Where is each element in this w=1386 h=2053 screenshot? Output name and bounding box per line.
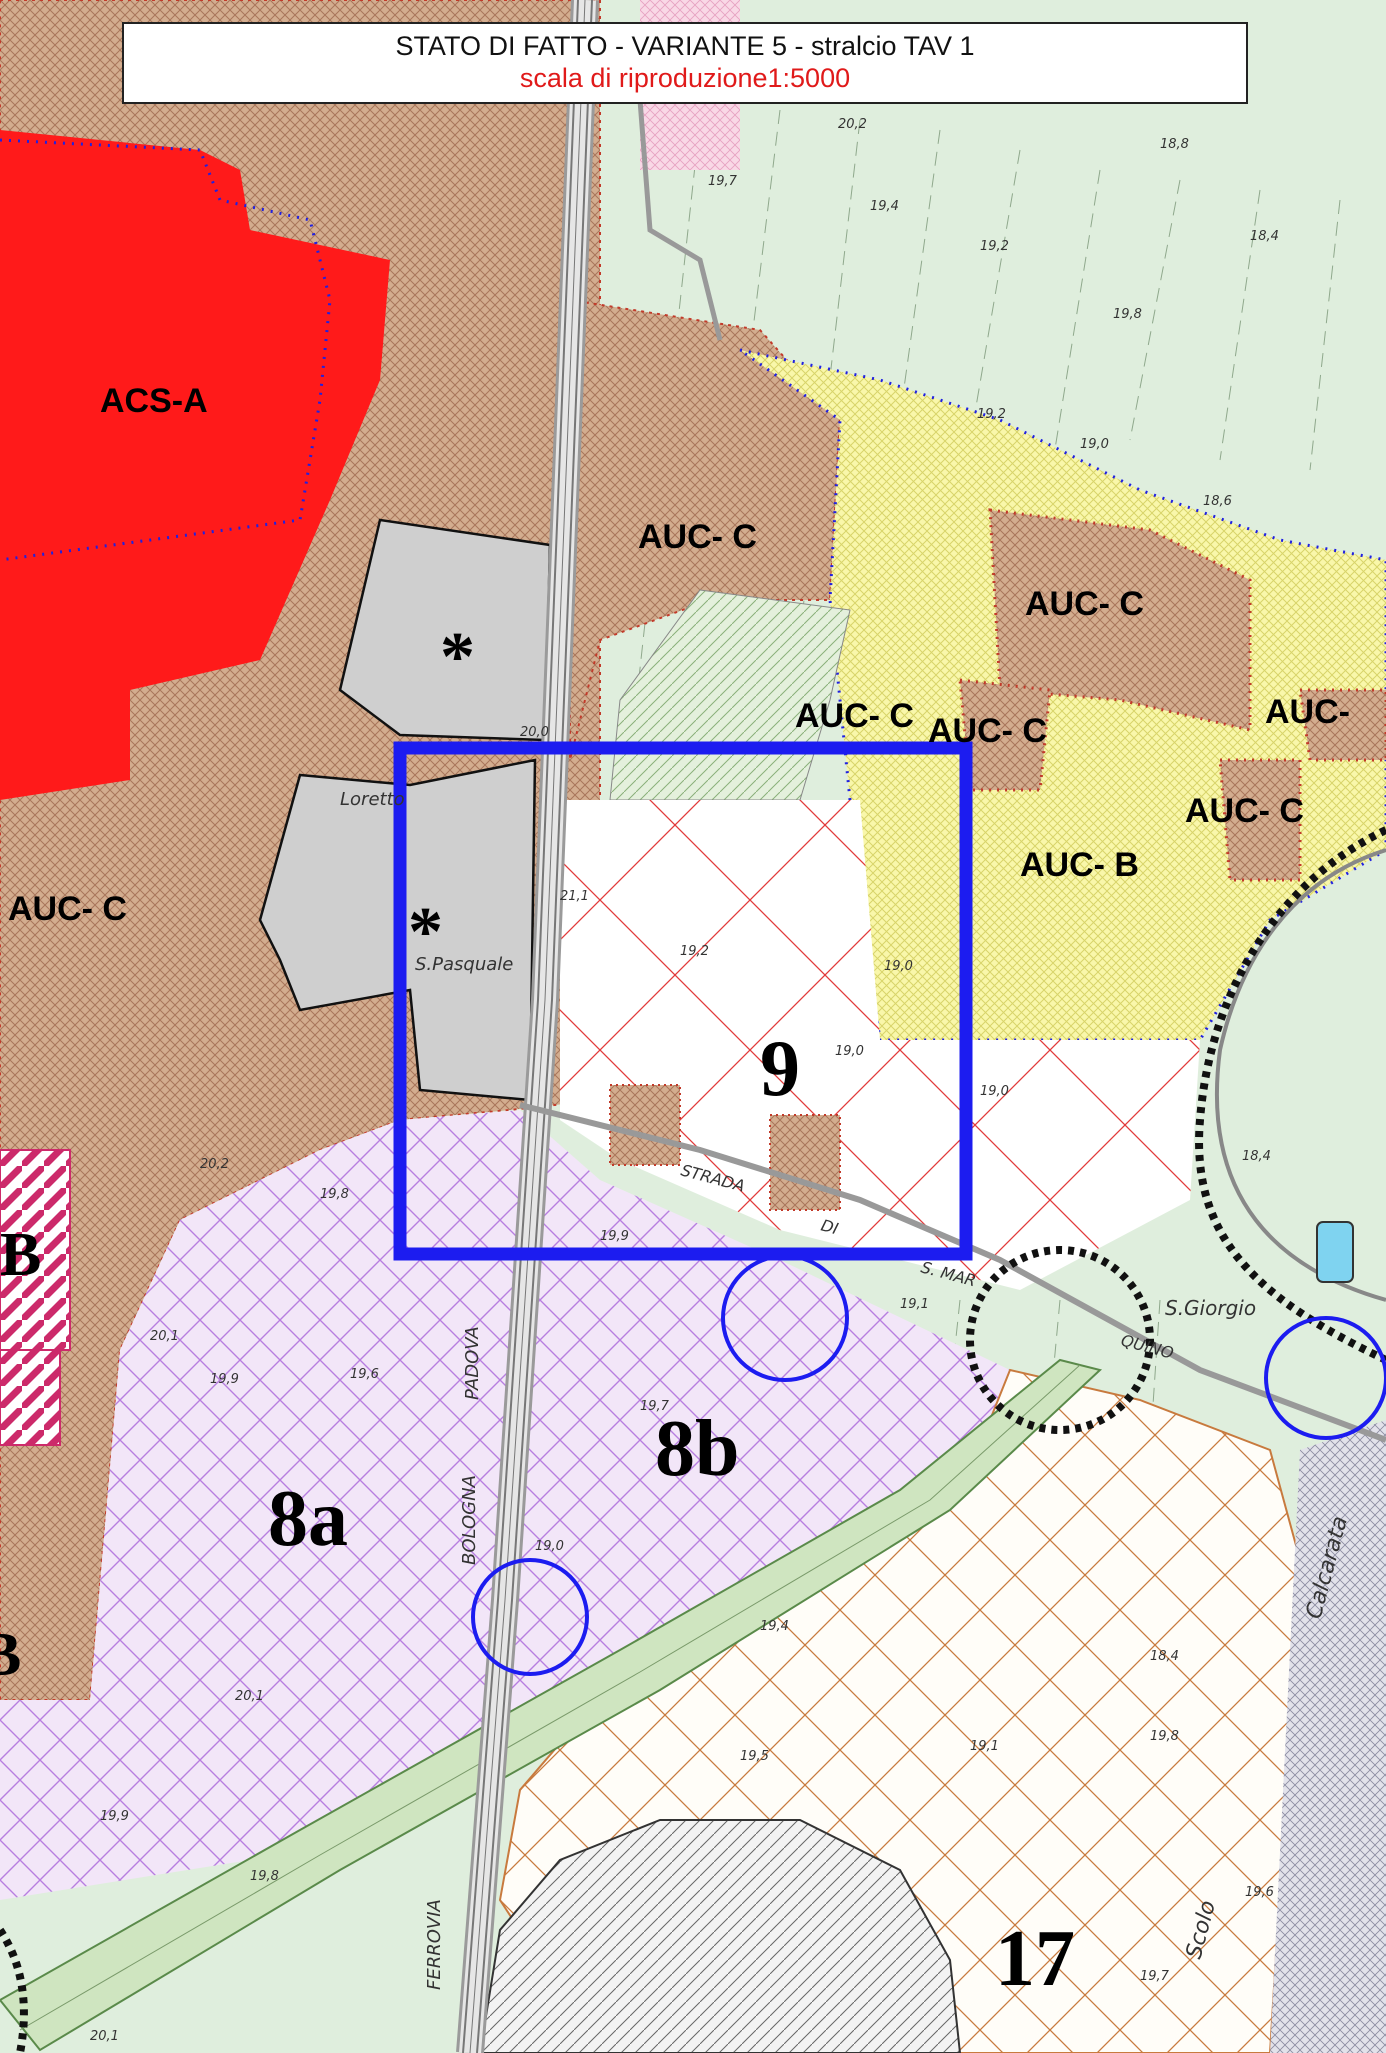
label-auc-c-3: AUC- C bbox=[795, 697, 914, 735]
svg-text:19,8: 19,8 bbox=[1113, 307, 1142, 322]
svg-text:19,1: 19,1 bbox=[900, 1297, 929, 1312]
svg-text:19,9: 19,9 bbox=[210, 1372, 239, 1387]
svg-text:19,8: 19,8 bbox=[320, 1187, 349, 1202]
place-bologna: BOLOGNA bbox=[459, 1475, 480, 1565]
svg-text:19,6: 19,6 bbox=[350, 1367, 379, 1382]
svg-text:19,0: 19,0 bbox=[884, 959, 913, 974]
svg-text:19,0: 19,0 bbox=[1080, 437, 1109, 452]
asterisk-marker-2: * bbox=[408, 894, 443, 971]
grey-crosshatch-strip bbox=[1270, 1420, 1386, 2053]
label-auc-c-6: AUC- bbox=[1265, 693, 1350, 731]
map-scale: scala di riproduzione1:5000 bbox=[519, 63, 851, 93]
svg-text:20,2: 20,2 bbox=[200, 1157, 229, 1172]
grey-hatched-area bbox=[478, 1819, 962, 2053]
place-loretto: Loretto bbox=[340, 789, 405, 810]
area-label-9: 9 bbox=[760, 1025, 800, 1113]
svg-text:20,1: 20,1 bbox=[90, 2029, 119, 2044]
label-auc-c-2: AUC- C bbox=[1025, 585, 1144, 623]
svg-text:19,7: 19,7 bbox=[1140, 1969, 1170, 1984]
svg-text:19,2: 19,2 bbox=[680, 944, 709, 959]
svg-text:19,7: 19,7 bbox=[708, 174, 738, 189]
pool-icon bbox=[1316, 1221, 1354, 1283]
svg-text:19,9: 19,9 bbox=[600, 1229, 629, 1244]
place-san-pasquale: S.Pasquale bbox=[415, 954, 513, 975]
railway-line bbox=[456, 0, 599, 2053]
label-b-left-2: B bbox=[0, 1621, 21, 1689]
place-ferrovia: FERROVIA bbox=[424, 1899, 445, 1990]
auc-c-plot-4 bbox=[1298, 688, 1386, 762]
svg-text:19,2: 19,2 bbox=[980, 239, 1009, 254]
label-auc-c-1: AUC- C bbox=[638, 518, 757, 556]
road-east bbox=[1214, 848, 1386, 1302]
place-di: DI bbox=[819, 1216, 841, 1239]
label-auc-c-left: AUC- C bbox=[8, 890, 127, 928]
bypass-road bbox=[0, 1358, 1103, 2052]
auc-c-plot-1 bbox=[988, 508, 1252, 732]
svg-text:19,4: 19,4 bbox=[870, 199, 899, 214]
place-san-giorgio: S.Giorgio bbox=[1165, 1296, 1256, 1320]
focus-frame bbox=[393, 741, 973, 1261]
plot-9a bbox=[609, 1084, 681, 1166]
svg-text:19,5: 19,5 bbox=[740, 1749, 769, 1764]
map-title: STATO DI FATTO - VARIANTE 5 - stralcio T… bbox=[395, 31, 975, 61]
svg-text:21,1: 21,1 bbox=[560, 889, 589, 904]
svg-text:20,2: 20,2 bbox=[838, 117, 867, 132]
svg-text:19,8: 19,8 bbox=[1150, 1729, 1179, 1744]
svg-text:19,6: 19,6 bbox=[1245, 1885, 1274, 1900]
asterisk-marker-1: * bbox=[440, 619, 475, 696]
svg-text:19,0: 19,0 bbox=[835, 1044, 864, 1059]
label-b-left: B bbox=[0, 1221, 41, 1289]
area-label-8a: 8a bbox=[268, 1475, 348, 1563]
label-auc-c-5: AUC- C bbox=[1185, 792, 1304, 830]
svg-text:19,1: 19,1 bbox=[970, 1739, 999, 1754]
buffer-boundary-southwest bbox=[0, 1927, 28, 2053]
svg-text:18,6: 18,6 bbox=[1203, 494, 1232, 509]
area-label-8b: 8b bbox=[655, 1405, 740, 1493]
map-title-box: STATO DI FATTO - VARIANTE 5 - stralcio T… bbox=[122, 22, 1248, 104]
zone-b-stripe-1 bbox=[0, 1149, 71, 1351]
elevation-points: 20,2 19,7 19,4 19,2 18,8 18,4 19,8 19,2 … bbox=[90, 117, 1279, 2044]
marker-circle-3 bbox=[1264, 1316, 1386, 1440]
area-label-17: 17 bbox=[995, 1915, 1075, 2003]
bypass-centerline bbox=[19, 1364, 1081, 2031]
label-auc-b: AUC- B bbox=[1020, 846, 1139, 884]
grey-block-north bbox=[338, 518, 552, 742]
label-auc-c-4: AUC- C bbox=[928, 712, 1047, 750]
label-acs-a: ACS-A bbox=[100, 382, 208, 420]
svg-text:19,0: 19,0 bbox=[535, 1539, 564, 1554]
auc-c-plot-3 bbox=[1218, 758, 1302, 882]
plot-9b bbox=[769, 1114, 841, 1211]
road-strada bbox=[519, 1102, 1386, 1443]
svg-text:19,0: 19,0 bbox=[980, 1084, 1009, 1099]
svg-text:18,4: 18,4 bbox=[1250, 229, 1279, 244]
svg-text:18,4: 18,4 bbox=[1242, 1149, 1271, 1164]
acs-a-boundary bbox=[0, 138, 332, 562]
marker-circle-2 bbox=[471, 1558, 589, 1676]
buffer-boundary-east bbox=[1195, 826, 1386, 1364]
road-north-curve bbox=[637, 99, 723, 341]
area-9 bbox=[560, 800, 1200, 1290]
svg-text:20,0: 20,0 bbox=[520, 725, 549, 740]
svg-text:19,9: 19,9 bbox=[100, 1809, 129, 1824]
svg-text:19,8: 19,8 bbox=[250, 1869, 279, 1884]
acs-a-zone bbox=[0, 130, 390, 800]
svg-text:19,4: 19,4 bbox=[760, 1619, 789, 1634]
svg-text:18,4: 18,4 bbox=[1150, 1649, 1179, 1664]
place-padova: PADOVA bbox=[462, 1326, 483, 1400]
svg-text:20,1: 20,1 bbox=[235, 1689, 264, 1704]
svg-text:18,8: 18,8 bbox=[1160, 137, 1189, 152]
svg-text:20,1: 20,1 bbox=[150, 1329, 179, 1344]
buffer-circle-east bbox=[966, 1246, 1154, 1434]
zone-b-stripe-2 bbox=[0, 1349, 61, 1446]
svg-text:19,7: 19,7 bbox=[640, 1399, 670, 1414]
svg-text:19,2: 19,2 bbox=[977, 407, 1006, 422]
